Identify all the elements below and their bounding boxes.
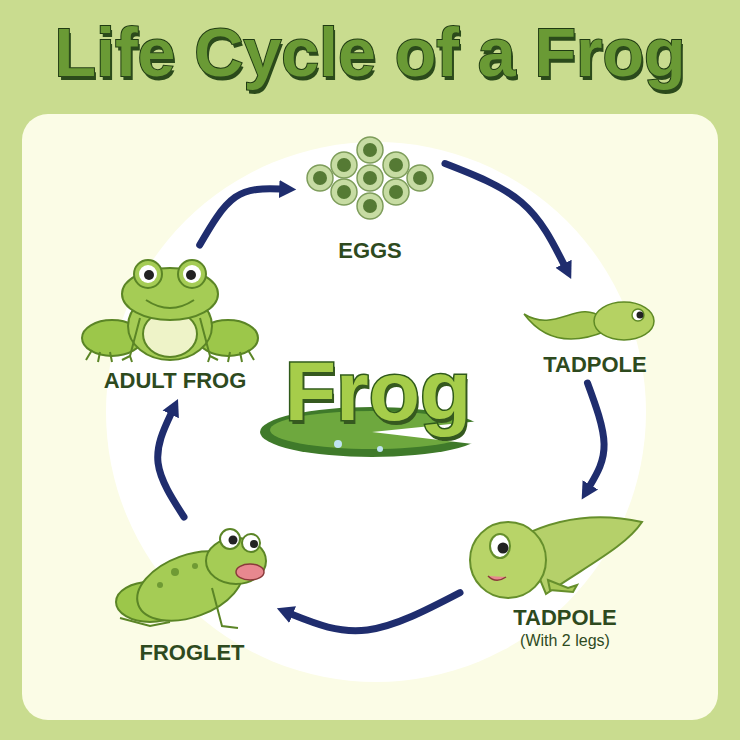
adult-frog-illustration <box>228 350 254 362</box>
eggs-illustration <box>357 137 383 163</box>
eggs-illustration <box>357 193 383 219</box>
eggs-illustration <box>337 185 351 199</box>
eggs-illustration <box>383 152 409 178</box>
cycle-arrow <box>445 164 564 265</box>
adult-frog-illustration <box>178 260 206 288</box>
adult-frog-illustration <box>134 260 162 288</box>
froglet-illustration <box>116 529 266 634</box>
adult-frog-illustration <box>86 350 112 362</box>
eggs-illustration <box>363 199 377 213</box>
eggs-illustration <box>331 179 357 205</box>
stage-node: TADPOLE(With 2 legs) <box>465 505 665 651</box>
cycle-arrow <box>292 593 460 631</box>
stage-label: TADPOLE <box>543 352 646 378</box>
lily-pad <box>377 446 383 452</box>
eggs-illustration <box>389 158 403 172</box>
adult-frog-illustration <box>200 318 218 362</box>
tadpole-with-legs-illustration <box>470 517 642 598</box>
stage-label: TADPOLE <box>513 605 616 631</box>
eggs-illustration <box>357 165 383 191</box>
tadpole-illustration <box>637 312 644 319</box>
stage-node: TADPOLE <box>520 282 670 378</box>
adult-frog-illustration <box>183 265 201 283</box>
tadpole-illustration <box>594 302 654 340</box>
tadpole-illustration <box>632 309 644 321</box>
stage-note: (With 2 legs) <box>520 631 610 651</box>
eggs-illustration <box>307 137 433 219</box>
froglet-illustration <box>229 536 238 545</box>
froglet-illustration <box>171 568 179 576</box>
stage-label: FROGLET <box>139 640 244 666</box>
stage-node: ADULT FROG <box>80 250 270 394</box>
eggs-illustration <box>307 165 333 191</box>
froglet-illustration <box>250 540 258 548</box>
tadpole-with-legs-illustration <box>490 534 510 558</box>
eggs-illustration <box>363 143 377 157</box>
froglet-illustration <box>220 529 240 549</box>
cycle-arrow <box>588 383 605 486</box>
adult-frog-illustration <box>146 300 194 308</box>
tadpole-with-legs-illustration <box>548 580 577 592</box>
eggs-illustration <box>331 152 357 178</box>
tadpole-illustration <box>524 302 654 340</box>
adult-frog-illustration <box>122 318 140 362</box>
adult-frog-illustration <box>82 260 258 362</box>
stage-label: ADULT FROG <box>104 368 247 394</box>
froglet-illustration <box>242 534 260 552</box>
stage-label: EGGS <box>338 238 402 264</box>
eggs-illustration <box>407 165 433 191</box>
adult-frog-illustration <box>139 265 157 283</box>
tadpole-with-legs-illustration <box>488 576 506 580</box>
eggs-illustration <box>389 185 403 199</box>
froglet-illustration <box>212 588 238 628</box>
adult-frog-illustration <box>186 270 196 280</box>
tadpole-illustration <box>524 312 606 339</box>
eggs-illustration <box>363 171 377 185</box>
eggs-illustration <box>383 179 409 205</box>
froglet-illustration <box>236 564 264 580</box>
lily-pad <box>334 440 342 448</box>
tadpole-with-legs-illustration <box>498 543 509 554</box>
cycle-arrow <box>158 414 184 517</box>
froglet-illustration <box>192 563 198 569</box>
eggs-illustration <box>413 171 427 185</box>
eggs-illustration <box>337 158 351 172</box>
cycle-arrow <box>200 189 281 245</box>
center-label: Frog <box>8 346 740 436</box>
adult-frog-illustration <box>144 270 154 280</box>
tadpole-with-legs-illustration <box>470 522 546 598</box>
stage-node: FROGLET <box>112 522 272 666</box>
title: Life Cycle of a Frog <box>0 12 740 92</box>
eggs-illustration <box>313 171 327 185</box>
stage-node: EGGS <box>300 130 440 264</box>
froglet-illustration <box>157 582 163 588</box>
